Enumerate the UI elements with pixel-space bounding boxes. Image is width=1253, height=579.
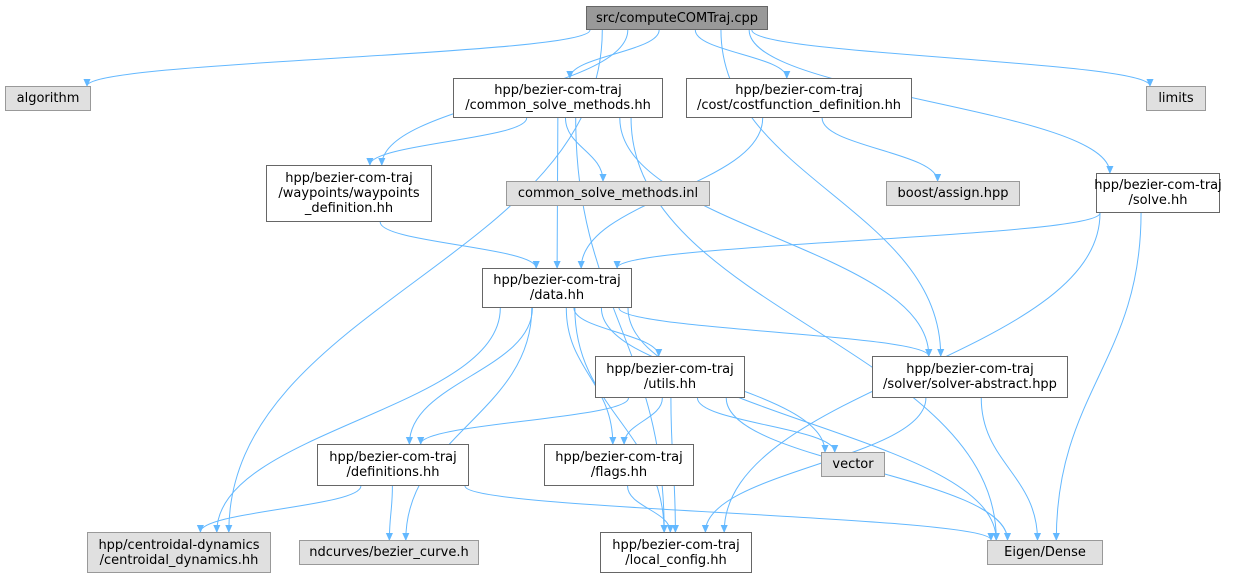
node-label-line: /local_config.hh <box>625 552 727 568</box>
node-label-line: /centroidal_dynamics.hh <box>99 552 259 568</box>
edge-common_solve-to-solver_abstract <box>619 117 929 356</box>
node-waypoints-definition-hh[interactable]: hpp/bezier-com-traj/waypoints/waypoints_… <box>266 165 432 222</box>
node-label-line: hpp/bezier-com-traj <box>285 171 413 186</box>
node-label-line: hpp/bezier-com-traj <box>906 362 1034 377</box>
node-costfunction-definition-hh[interactable]: hpp/bezier-com-traj/cost/costfunction_de… <box>686 78 912 118</box>
node-limits[interactable]: limits <box>1146 86 1206 111</box>
node-algorithm[interactable]: algorithm <box>5 86 91 111</box>
node-label-line: hpp/bezier-com-traj <box>606 362 734 377</box>
node-label-line: /waypoints/waypoints <box>278 186 420 201</box>
edge-utils-to-flags <box>624 397 663 444</box>
edge-flags-to-local_config <box>627 485 671 532</box>
edge-common_solve-to-waypoints <box>370 117 528 165</box>
node-label-line: _definition.hh <box>304 201 394 216</box>
node-boost-assign-hpp[interactable]: boost/assign.hpp <box>886 181 1020 206</box>
node-label-line: /cost/costfunction_definition.hh <box>696 98 902 113</box>
edge-data-to-flags <box>565 307 613 444</box>
edge-solver_abstract-to-eigen <box>980 397 1037 540</box>
edge-root-to-common_solve <box>570 29 660 78</box>
node-local-config-hh[interactable]: hpp/bezier-com-traj/local_config.hh <box>600 532 752 573</box>
edge-data-to-local_config <box>574 307 664 532</box>
node-data-hh[interactable]: hpp/bezier-com-traj/data.hh <box>482 268 632 308</box>
node-vector[interactable]: vector <box>821 452 885 477</box>
edge-definitions-to-centroidal <box>200 485 362 532</box>
edge-data-to-ndcurves <box>406 307 533 540</box>
node-label-line: /definitions.hh <box>346 465 440 480</box>
node-label-line: limits <box>1158 91 1194 106</box>
edge-root-to-limits <box>751 29 1150 86</box>
node-label-line: src/computeCOMTraj.cpp <box>596 10 758 26</box>
node-label-line: hpp/bezier-com-traj <box>493 273 621 288</box>
edge-data-to-solver_abstract <box>618 307 929 356</box>
edge-costfunction-to-boost_assign <box>821 117 938 181</box>
node-ndcurves-bezier-curve-h[interactable]: ndcurves/bezier_curve.h <box>299 540 479 565</box>
node-label-line: hpp/bezier-com-traj <box>555 450 683 465</box>
node-label-line: algorithm <box>16 91 80 106</box>
edge-root-to-costfunction <box>694 29 787 78</box>
edge-data-to-definitions <box>409 307 533 444</box>
edge-root-to-solve <box>748 29 1110 173</box>
node-definitions-hh[interactable]: hpp/bezier-com-traj/definitions.hh <box>317 444 469 486</box>
edge-definitions-to-ndcurves <box>389 485 392 540</box>
node-utils-hh[interactable]: hpp/bezier-com-traj/utils.hh <box>595 356 745 398</box>
node-label-line: /solve.hh <box>1128 193 1188 208</box>
edge-solver_abstract-to-local_config <box>705 397 927 532</box>
node-eigen-dense[interactable]: Eigen/Dense <box>987 540 1103 565</box>
edge-utils-to-vector <box>696 397 834 452</box>
node-compute-com-traj-cpp[interactable]: src/computeCOMTraj.cpp <box>586 6 768 30</box>
node-label-line: hpp/bezier-com-traj <box>612 537 740 553</box>
edge-data-to-centroidal <box>217 307 501 532</box>
edge-data-to-utils <box>573 307 659 356</box>
node-label-line: common_solve_methods.inl <box>517 186 699 201</box>
edge-utils-to-definitions <box>421 397 629 444</box>
edge-data-to-eigen <box>627 307 996 540</box>
node-flags-hh[interactable]: hpp/bezier-com-traj/flags.hh <box>544 444 694 486</box>
node-label-line: hpp/bezier-com-traj <box>329 450 457 465</box>
node-label-line: /data.hh <box>529 288 585 303</box>
edge-solve-to-data <box>617 212 1101 268</box>
node-solve-hh[interactable]: hpp/bezier-com-traj/solve.hh <box>1094 173 1222 213</box>
node-common-solve-methods-hh[interactable]: hpp/bezier-com-traj/common_solve_methods… <box>453 78 663 118</box>
node-solver-abstract-hpp[interactable]: hpp/bezier-com-traj/solver/solver-abstra… <box>872 356 1068 398</box>
node-label-line: vector <box>832 457 874 472</box>
edge-waypoints-to-data <box>379 221 536 268</box>
edge-definitions-to-eigen <box>464 485 991 540</box>
node-label-line: /common_solve_methods.hh <box>465 98 651 113</box>
node-label-line: /utils.hh <box>643 377 697 392</box>
node-label-line: /solver/solver-abstract.hpp <box>883 377 1057 392</box>
node-label-line: /flags.hh <box>590 465 648 480</box>
node-label-line: Eigen/Dense <box>1004 545 1086 560</box>
node-centroidal-dynamics-hh[interactable]: hpp/centroidal-dynamics/centroidal_dynam… <box>87 532 271 573</box>
node-label-line: hpp/centroidal-dynamics <box>98 537 260 553</box>
edge-root-to-algorithm <box>87 29 591 86</box>
node-label-line: hpp/bezier-com-traj <box>494 83 622 98</box>
node-label-line: boost/assign.hpp <box>897 186 1009 201</box>
edge-common_solve-to-common_inl <box>565 117 604 181</box>
edge-solve-to-eigen <box>1056 212 1142 540</box>
node-common-solve-methods-inl[interactable]: common_solve_methods.inl <box>506 181 710 206</box>
node-label-line: hpp/bezier-com-traj <box>1094 178 1222 193</box>
node-label-line: ndcurves/bezier_curve.h <box>309 545 469 560</box>
node-label-line: hpp/bezier-com-traj <box>735 83 863 98</box>
